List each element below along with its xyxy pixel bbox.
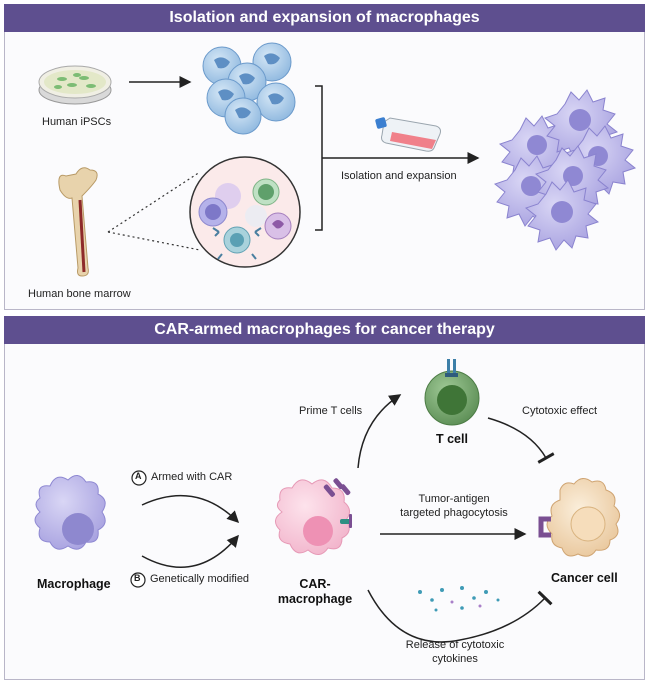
label-isolation-expansion: Isolation and expansion (341, 170, 457, 182)
stem-cell-cluster (202, 42, 296, 135)
label-macrophage: Macrophage (37, 577, 111, 591)
arrow-genetically-modified (141, 534, 239, 568)
label-human-bone-marrow: Human bone marrow (28, 288, 131, 300)
petri-dish-icon (38, 65, 112, 105)
zoom-line-top (107, 171, 201, 233)
panel-car-therapy-title: CAR-armed macrophages for cancer therapy (4, 316, 645, 344)
label-phagocytosis: Tumor-antigen targeted phagocytosis (400, 493, 508, 519)
panel-car-therapy (4, 316, 645, 680)
car-receptor-icon (323, 478, 352, 528)
tumor-antigen-icon (538, 516, 551, 538)
badge-a-letter: A (135, 471, 142, 481)
bone-marrow-zoom (189, 156, 301, 268)
t-cell (424, 359, 480, 426)
label-t-cell: T cell (436, 432, 468, 446)
badge-b-icon (130, 572, 146, 588)
source-bracket (315, 85, 323, 231)
arrow-cytotoxic-effect (487, 417, 555, 464)
cancer-cell (546, 478, 620, 557)
femur-bone-icon (58, 167, 98, 277)
label-human-ipscs: Human iPSCs (42, 116, 112, 128)
label-car-macrophage: CAR- macrophage (277, 577, 353, 606)
arrow-armed-with-car (141, 494, 240, 524)
zoom-line-bottom (107, 231, 201, 251)
cytokine-particles (418, 586, 500, 612)
label-prime-t-cells: Prime T cells (299, 405, 363, 417)
label-armed-with-car: Armed with CAR (151, 471, 233, 483)
badge-a-icon (131, 470, 147, 486)
label-cytotoxic-effect: Cytotoxic effect (522, 405, 597, 417)
macrophage-cell (34, 475, 106, 550)
panel-isolation-title: Isolation and expansion of macrophages (4, 4, 645, 32)
label-cytokine-release: Release of cytotoxic cytokines (405, 639, 505, 665)
label-genetically-modified: Genetically modified (150, 573, 250, 585)
arrow-prime-tcells (357, 394, 402, 469)
culture-flask-icon (375, 117, 441, 152)
badge-b-letter: B (134, 573, 141, 583)
car-macrophage-cell (275, 479, 350, 555)
arrow-cytokine-release (367, 589, 553, 643)
label-cancer-cell: Cancer cell (551, 571, 618, 585)
expanded-macrophage-cluster (493, 89, 637, 251)
